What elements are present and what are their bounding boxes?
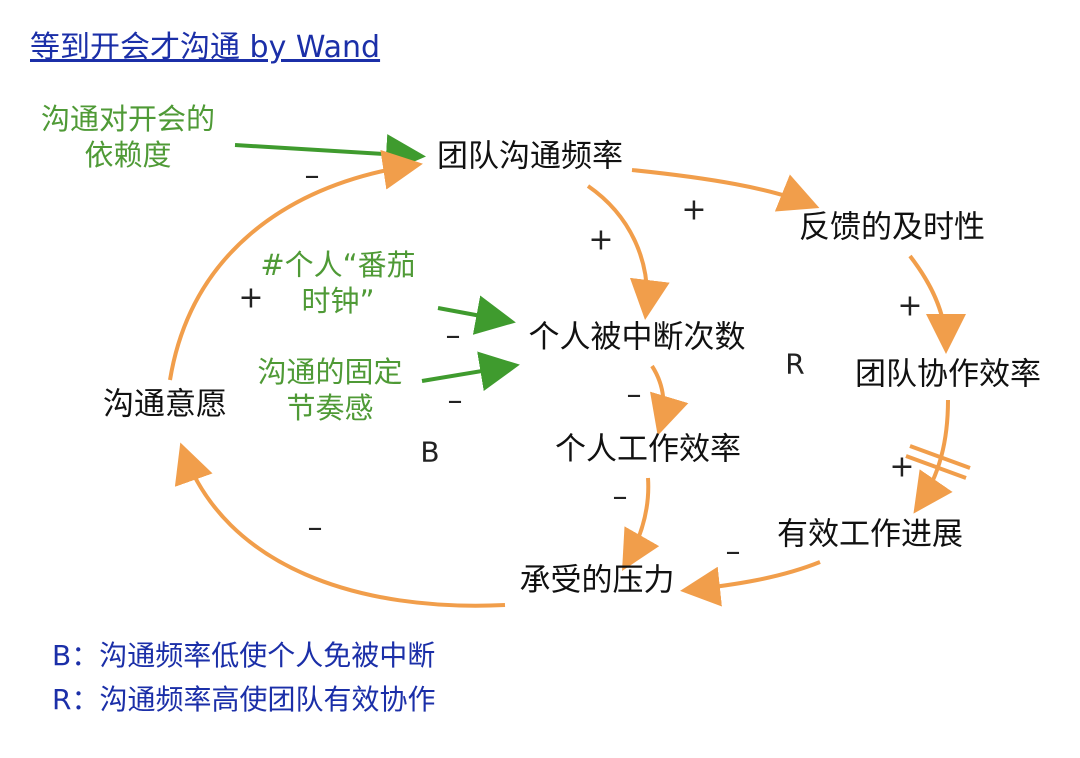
arrow-freq-to-feedback <box>631 168 820 212</box>
arrow-progress-to-pressure <box>680 560 821 607</box>
sign-freq-to-feedback: + <box>681 192 707 228</box>
sign-pressure-to-willingness: – <box>307 510 323 546</box>
arrow-feedback-to-collab <box>908 254 966 354</box>
sign-progress-to-pressure: – <box>725 534 741 570</box>
factor-pomodoro: #个人“番茄 时钟” <box>260 247 415 320</box>
sign-rhythm-to-interrupts: – <box>447 383 463 419</box>
sign-pomodoro-to-interrupts: – <box>445 318 461 354</box>
node-effective-progress: 有效工作进展 <box>777 516 963 553</box>
legend-reinforcing-loop: R：沟通频率高使团队有效协作 <box>52 683 436 716</box>
factor-pomodoro-line2: 时钟” <box>301 284 375 318</box>
sign-freq-to-interrupts: + <box>588 222 614 258</box>
arrow-willingness-to-freq <box>168 149 423 381</box>
node-team-collab-eff: 团队协作效率 <box>855 356 1041 393</box>
node-personal-work-eff: 个人工作效率 <box>555 431 741 468</box>
sign-dependence-to-freq: – <box>304 158 320 194</box>
diagram-title: 等到开会才沟通 by Wand <box>30 30 381 65</box>
arrow-dependence-to-freq <box>234 134 426 175</box>
factor-meeting-dependence-line2: 依赖度 <box>84 138 172 172</box>
sign-willingness-to-freq: + <box>238 280 264 316</box>
node-feedback-timeliness: 反馈的及时性 <box>799 209 985 246</box>
legend-balancing-loop: B：沟通频率低使个人免被中断 <box>52 639 436 672</box>
sign-collab-to-progress: + <box>889 449 915 485</box>
arrow-pomodoro-to-interrupts <box>437 295 516 335</box>
factor-meeting-dependence: 沟通对开会的 依赖度 <box>41 101 215 174</box>
sign-eff-to-pressure: – <box>612 479 628 515</box>
node-comm-willingness: 沟通意愿 <box>103 386 227 423</box>
sign-feedback-to-collab: + <box>897 288 923 324</box>
arrow-pressure-to-willingness <box>174 442 506 608</box>
arrow-eff-to-pressure <box>622 477 660 571</box>
node-pressure: 承受的压力 <box>519 562 675 599</box>
sign-interrupts-to-eff: – <box>626 377 642 413</box>
loop-label-reinforcing: R <box>785 347 805 381</box>
factor-pomodoro-line1: #个人“番茄 <box>260 247 416 282</box>
arrow-freq-to-interrupts <box>586 184 670 320</box>
factor-meeting-dependence-line1: 沟通对开会的 <box>40 101 216 136</box>
delay-mark <box>905 444 971 480</box>
node-personal-interrupts: 个人被中断次数 <box>528 319 746 356</box>
node-team-comm-freq: 团队沟通频率 <box>437 138 623 175</box>
loop-label-balancing: B <box>420 435 440 469</box>
factor-fixed-rhythm-line1: 沟通的固定 <box>257 354 403 389</box>
factor-fixed-rhythm-line2: 节奏感 <box>286 391 374 425</box>
arrow-interrupts-to-eff <box>650 364 689 436</box>
factor-fixed-rhythm: 沟通的固定 节奏感 <box>257 354 402 427</box>
arrow-rhythm-to-interrupts <box>421 351 520 391</box>
